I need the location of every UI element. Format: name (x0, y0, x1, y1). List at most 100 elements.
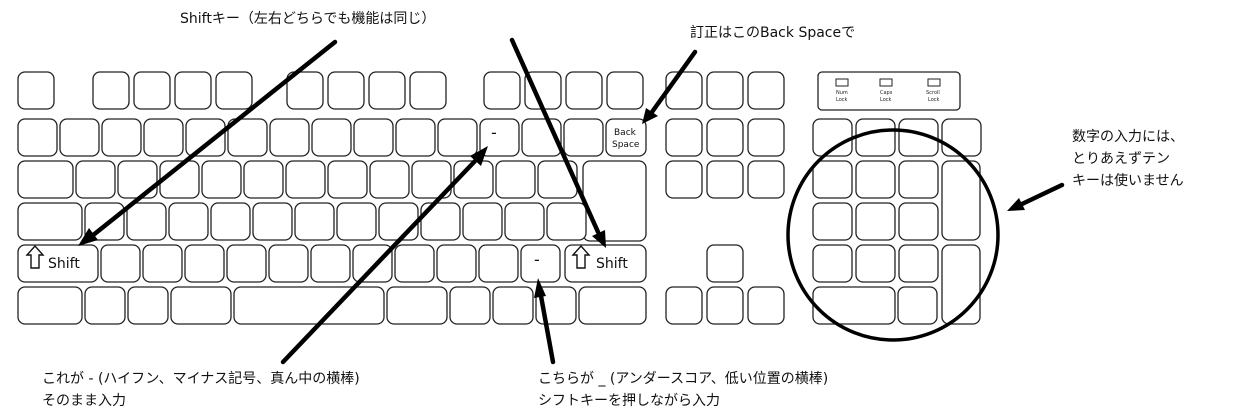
kana-key[interactable] (449, 286, 491, 325)
numpad-789-key-0[interactable] (812, 160, 853, 199)
left-ctrl-key[interactable] (17, 286, 83, 325)
arrow-left-down-right-key-0[interactable] (665, 286, 703, 325)
home-row-key-2[interactable] (168, 202, 209, 241)
number-row-key-0[interactable] (17, 118, 58, 157)
qwerty-row-key-7[interactable] (369, 160, 410, 199)
number-row-key-13[interactable] (563, 118, 604, 157)
home-row-key-7[interactable] (378, 202, 419, 241)
insert-home-pgup-key-1[interactable] (706, 118, 744, 157)
function-key-group3-3[interactable] (606, 71, 644, 110)
number-row-key-1[interactable] (59, 118, 100, 157)
home-row-key-11[interactable] (546, 202, 587, 241)
numpad-456-key-1[interactable] (855, 202, 896, 241)
function-key-group3-0[interactable] (483, 71, 521, 110)
arrow-left-down-right-key-2[interactable] (747, 286, 785, 325)
numpad-plus-key[interactable] (941, 160, 981, 241)
bottom-row-key-9[interactable] (478, 244, 519, 283)
home-row-key-10[interactable] (504, 202, 545, 241)
numpad-456-key-2[interactable] (898, 202, 939, 241)
bottom-row-key-4[interactable] (268, 244, 309, 283)
muhenkan-key[interactable] (170, 286, 232, 325)
tab-key[interactable] (17, 160, 74, 199)
qwerty-row-key-3[interactable] (201, 160, 242, 199)
qwerty-row-key-1[interactable] (117, 160, 158, 199)
function-key-group1-1[interactable] (133, 71, 171, 110)
bottom-row-key-8[interactable] (436, 244, 477, 283)
home-row-key-6[interactable] (336, 202, 377, 241)
home-row-key-5[interactable] (294, 202, 335, 241)
qwerty-row-key-11[interactable] (537, 160, 578, 199)
qwerty-row-key-8[interactable] (411, 160, 452, 199)
system-key-1[interactable] (706, 71, 744, 110)
backspace-key[interactable] (605, 118, 647, 157)
home-row-key-3[interactable] (210, 202, 251, 241)
delete-end-pgdn-key-1[interactable] (706, 160, 744, 199)
system-key-2[interactable] (747, 71, 785, 110)
function-key-group2-0[interactable] (286, 71, 324, 110)
number-row-key-4[interactable] (185, 118, 226, 157)
qwerty-row-key-0[interactable] (75, 160, 116, 199)
home-row-key-8[interactable] (420, 202, 461, 241)
bottom-row-key-3[interactable] (226, 244, 267, 283)
delete-end-pgdn-key-2[interactable] (747, 160, 785, 199)
caps-lock-key[interactable] (17, 202, 83, 241)
home-row-key-0[interactable] (84, 202, 125, 241)
insert-home-pgup-key-0[interactable] (665, 118, 703, 157)
home-row-key-9[interactable] (462, 202, 503, 241)
space-key[interactable] (233, 286, 385, 325)
function-key-group2-1[interactable] (327, 71, 365, 110)
function-key-group2-3[interactable] (409, 71, 447, 110)
bottom-row-key-6[interactable] (352, 244, 393, 283)
bottom-row-key-0[interactable] (100, 244, 141, 283)
numpad-789-key-1[interactable] (855, 160, 896, 199)
enter-key[interactable] (582, 160, 647, 242)
numpad-top-key-1[interactable] (855, 118, 896, 157)
left-win-key[interactable] (84, 286, 126, 325)
henkan-key[interactable] (386, 286, 448, 325)
arrow-up-key[interactable] (706, 244, 744, 283)
numpad-zero-key[interactable] (812, 286, 896, 325)
qwerty-row-key-6[interactable] (327, 160, 368, 199)
function-key-group1-2[interactable] (174, 71, 212, 110)
number-row-key-10[interactable] (437, 118, 478, 157)
numpad-456-key-0[interactable] (812, 202, 853, 241)
function-key-group3-2[interactable] (565, 71, 603, 110)
number-row-key-8[interactable] (353, 118, 394, 157)
delete-end-pgdn-key-0[interactable] (665, 160, 703, 199)
numpad-top-key-2[interactable] (898, 118, 939, 157)
number-row-key-11[interactable] (479, 118, 520, 157)
numpad-enter-key[interactable] (941, 244, 981, 325)
number-row-key-7[interactable] (311, 118, 352, 157)
numpad-top-key-3[interactable] (941, 118, 982, 157)
home-row-key-4[interactable] (252, 202, 293, 241)
number-row-key-9[interactable] (395, 118, 436, 157)
qwerty-row-key-5[interactable] (285, 160, 326, 199)
qwerty-row-key-4[interactable] (243, 160, 284, 199)
arrow-left-down-right-key-1[interactable] (706, 286, 744, 325)
left-shift-key[interactable] (17, 244, 99, 283)
number-row-key-5[interactable] (227, 118, 268, 157)
right-alt-key[interactable] (492, 286, 534, 325)
insert-home-pgup-key-2[interactable] (747, 118, 785, 157)
numpad-123-key-2[interactable] (898, 244, 939, 283)
function-key-group1-3[interactable] (215, 71, 253, 110)
qwerty-row-key-10[interactable] (495, 160, 536, 199)
function-key-group1-0[interactable] (92, 71, 130, 110)
function-key-group2-2[interactable] (368, 71, 406, 110)
numpad-123-key-0[interactable] (812, 244, 853, 283)
numpad-decimal-key[interactable] (897, 286, 938, 325)
number-row-key-2[interactable] (101, 118, 142, 157)
numpad-123-key-1[interactable] (855, 244, 896, 283)
right-ctrl-key[interactable] (578, 286, 647, 325)
number-row-key-6[interactable] (269, 118, 310, 157)
bottom-row-key-2[interactable] (184, 244, 225, 283)
system-key-0[interactable] (665, 71, 703, 110)
bottom-row-key-1[interactable] (142, 244, 183, 283)
esc-key[interactable] (17, 71, 55, 110)
number-row-key-3[interactable] (143, 118, 184, 157)
home-row-key-1[interactable] (126, 202, 167, 241)
numpad-789-key-2[interactable] (898, 160, 939, 199)
bottom-row-key-5[interactable] (310, 244, 351, 283)
left-alt-key[interactable] (127, 286, 169, 325)
bottom-row-key-7[interactable] (394, 244, 435, 283)
